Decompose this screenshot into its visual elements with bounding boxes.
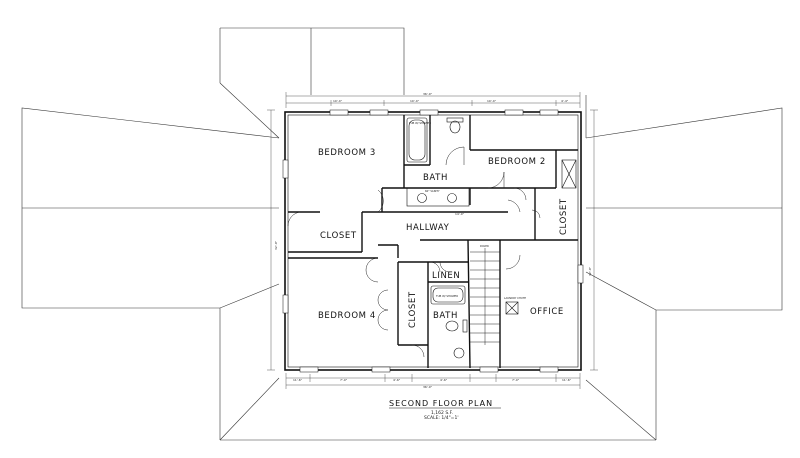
plan-area: 1,162 S.F. xyxy=(431,410,453,416)
dim-overall-bottom: 36'-0" xyxy=(423,385,433,389)
door-swings xyxy=(287,146,541,358)
dim-bottom-6: 11'-6" xyxy=(562,378,572,382)
dim-top-1: 10'-4" xyxy=(333,99,343,103)
stair xyxy=(470,248,500,345)
fixture-label-down: DOWN xyxy=(480,244,489,248)
room-label-linen: LINEN xyxy=(432,271,460,281)
fixture-label-shower: TUB W/ SHOWER xyxy=(409,121,431,125)
dim-overall-top: 36'-0" xyxy=(423,92,433,96)
dim-bottom-4: 4'-6" xyxy=(440,378,448,382)
fixture-label-laundry: LAUNDRY CHUTE xyxy=(504,296,526,300)
room-label-bedroom-2: BEDROOM 2 xyxy=(488,157,546,167)
room-label-bedroom-4: BEDROOM 4 xyxy=(318,311,376,321)
room-label-bath-upper: BATH xyxy=(423,173,448,183)
dim-bottom-2: 7'-0" xyxy=(340,378,348,382)
dim-bottom-5: 7'-0" xyxy=(512,378,520,382)
dim-bottom-1: 11'-6" xyxy=(293,378,303,382)
fixture-label-vanity: 60" VANITY xyxy=(425,189,440,193)
interior-walls xyxy=(288,115,578,369)
plan-title: SECOND FLOOR PLAN xyxy=(389,399,493,408)
window-markers xyxy=(282,109,584,373)
room-label-closet-lower: CLOSET xyxy=(408,291,418,328)
dim-hallway: 14'-0" xyxy=(455,212,465,216)
bath-fixtures xyxy=(406,117,577,359)
dimension-lines xyxy=(267,92,598,389)
room-label-bedroom-3: BEDROOM 3 xyxy=(318,148,376,158)
dim-top-2: 10'-4" xyxy=(410,99,420,103)
room-label-bath-lower: BATH xyxy=(433,311,458,321)
room-label-closet-main: CLOSET xyxy=(320,231,357,241)
dim-top-4: 4'-4" xyxy=(561,99,569,103)
dim-side-left: 32'-0" xyxy=(274,240,278,250)
dim-bottom-3: 4'-6" xyxy=(393,378,401,382)
roof-outline xyxy=(21,27,783,441)
dim-side-right: 32'-0" xyxy=(588,266,592,276)
room-label-office: OFFICE xyxy=(530,307,564,317)
room-label-closet-right: CLOSET xyxy=(559,198,569,235)
dim-top-3: 10'-4" xyxy=(487,99,497,103)
fixture-label-tub-lower: TUB W/ SHOWER xyxy=(436,294,458,298)
plan-scale: SCALE: 1/4"=1' xyxy=(424,415,459,421)
room-label-hallway: HALLWAY xyxy=(406,223,450,233)
